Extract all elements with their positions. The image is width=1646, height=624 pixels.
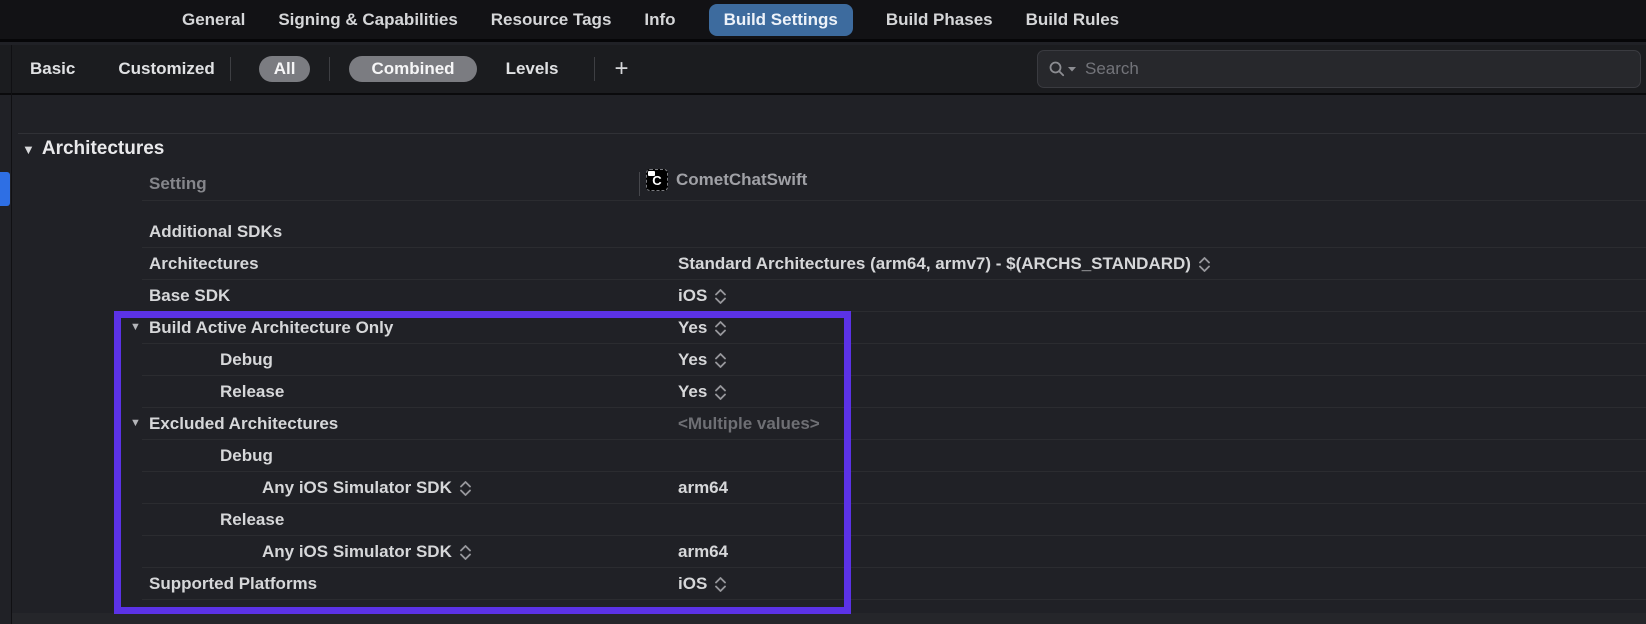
search-input[interactable]: [1085, 59, 1630, 79]
table-column-header: Setting C CometChatSwift: [0, 167, 1646, 201]
stepper-icon[interactable]: [715, 320, 727, 336]
search-field[interactable]: [1037, 50, 1641, 88]
setting-name: Any iOS Simulator SDK: [262, 542, 452, 561]
stepper-icon[interactable]: [715, 352, 727, 368]
table-row[interactable]: Base SDK iOS: [0, 280, 1646, 312]
setting-name: Base SDK: [149, 286, 231, 305]
filter-divider: [229, 57, 231, 81]
setting-column-label: Setting: [149, 174, 207, 193]
search-icon[interactable]: [1048, 60, 1076, 78]
add-build-setting-button[interactable]: +: [614, 55, 629, 82]
setting-value[interactable]: Yes: [678, 382, 727, 402]
stepper-icon[interactable]: [715, 576, 727, 592]
table-row[interactable]: Any iOS Simulator SDK arm64: [0, 536, 1646, 568]
table-row[interactable]: Supported Platforms iOS: [0, 568, 1646, 600]
target-app-icon: C: [646, 169, 668, 191]
disclosure-triangle-icon[interactable]: [22, 142, 35, 157]
setting-name: Release: [220, 382, 285, 401]
filter-basic-button[interactable]: Basic: [30, 59, 76, 78]
stepper-icon[interactable]: [715, 288, 727, 304]
setting-value[interactable]: arm64: [678, 542, 729, 561]
setting-value[interactable]: iOS: [678, 574, 727, 594]
target-app-icon-notch: [648, 171, 655, 176]
section-title: Architectures: [41, 138, 165, 159]
tab-resource-tags[interactable]: Resource Tags: [490, 9, 612, 29]
setting-name: Supported Platforms: [149, 574, 318, 593]
tab-build-phases[interactable]: Build Phases: [885, 9, 993, 29]
setting-value[interactable]: Yes: [678, 318, 727, 338]
filter-combined-button[interactable]: Combined: [349, 56, 477, 82]
target-name: CometChatSwift: [676, 170, 808, 189]
setting-name: Debug: [220, 446, 273, 465]
column-divider: [639, 172, 640, 196]
setting-name: Release: [220, 510, 285, 529]
filter-all-button[interactable]: All: [258, 56, 311, 82]
stepper-icon[interactable]: [459, 544, 471, 560]
stepper-icon[interactable]: [1199, 256, 1210, 272]
setting-value[interactable]: Standard Architectures (arm64, armv7) - …: [678, 254, 1210, 274]
chevron-down-icon: [1068, 67, 1076, 72]
stepper-icon[interactable]: [459, 480, 471, 496]
tab-build-rules[interactable]: Build Rules: [1025, 9, 1120, 29]
architectures-section-header[interactable]: Architectures: [22, 138, 165, 160]
setting-name: Excluded Architectures: [149, 414, 339, 433]
table-row[interactable]: Excluded Architectures <Multiple values>: [0, 408, 1646, 440]
filter-divider: [593, 57, 595, 81]
build-settings-filter-bar: Basic Customized All Combined Levels +: [0, 45, 1646, 95]
filter-levels-button[interactable]: Levels: [505, 59, 559, 78]
table-row[interactable]: Any iOS Simulator SDK arm64: [0, 472, 1646, 504]
table-row[interactable]: Release: [0, 504, 1646, 536]
divider: [18, 133, 1646, 134]
panel-divider[interactable]: [11, 45, 12, 624]
tab-build-settings[interactable]: Build Settings: [708, 3, 853, 36]
table-row[interactable]: Build Active Architecture Only Yes: [0, 312, 1646, 344]
next-row-edge: [12, 613, 1646, 624]
setting-value[interactable]: iOS: [678, 286, 727, 306]
table-row[interactable]: Debug: [0, 440, 1646, 472]
divider: [142, 200, 1646, 201]
filter-customized-button[interactable]: Customized: [118, 59, 215, 78]
setting-value[interactable]: Yes: [678, 350, 727, 370]
target-column-header[interactable]: C CometChatSwift: [646, 169, 807, 191]
setting-name: Build Active Architecture Only: [149, 318, 394, 337]
table-row[interactable]: Additional SDKs: [0, 216, 1646, 248]
build-settings-table: Architectures Setting C CometChatSwift A…: [0, 95, 1646, 624]
setting-name: Any iOS Simulator SDK: [262, 478, 452, 497]
tab-signing-capabilities[interactable]: Signing & Capabilities: [278, 9, 458, 29]
tab-info[interactable]: Info: [644, 9, 676, 29]
navigator-selection-indicator: [0, 172, 10, 206]
stepper-icon[interactable]: [715, 384, 727, 400]
setting-name: Debug: [220, 350, 273, 369]
disclosure-triangle-icon[interactable]: [130, 417, 141, 429]
filter-divider: [329, 57, 331, 81]
table-row[interactable]: Architectures Standard Architectures (ar…: [0, 248, 1646, 280]
disclosure-triangle-icon[interactable]: [130, 321, 141, 333]
table-row[interactable]: Debug Yes: [0, 344, 1646, 376]
tab-general[interactable]: General: [182, 9, 246, 29]
setting-value[interactable]: <Multiple values>: [678, 414, 820, 433]
setting-name: Architectures: [149, 254, 259, 273]
target-editor-tab-bar: General Signing & Capabilities Resource …: [0, 0, 1646, 42]
setting-value[interactable]: arm64: [678, 478, 729, 497]
setting-name: Additional SDKs: [149, 222, 283, 241]
table-row[interactable]: Release Yes: [0, 376, 1646, 408]
